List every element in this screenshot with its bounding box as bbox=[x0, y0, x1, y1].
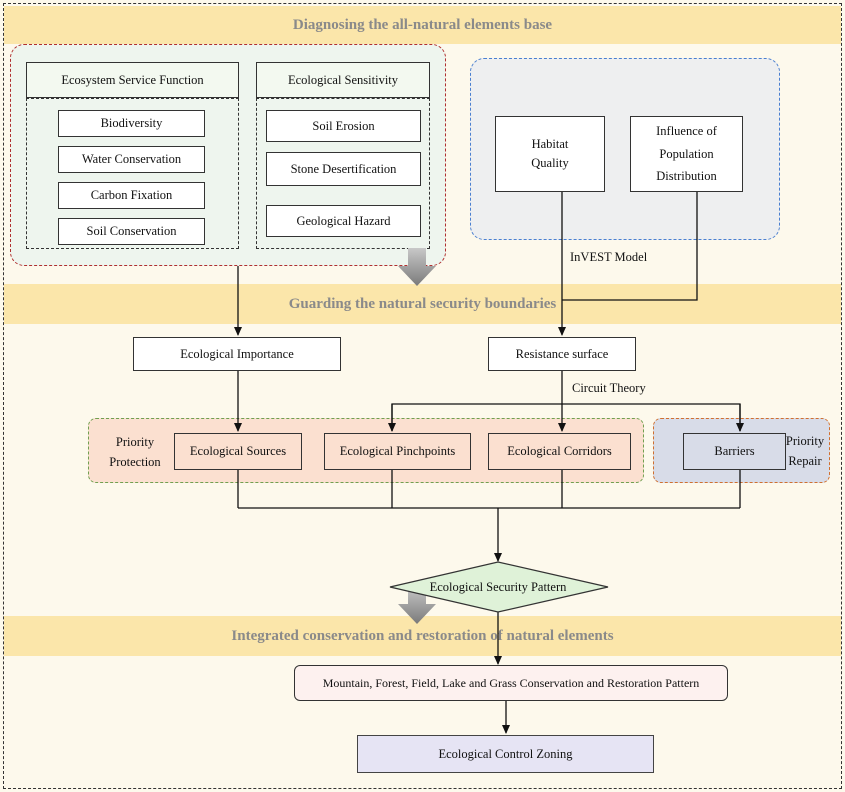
ecological-pinchpoints-box: Ecological Pinchpoints bbox=[324, 433, 471, 470]
band-diagnosing: Diagnosing the all-natural elements base bbox=[4, 6, 841, 44]
security-pattern-diamond bbox=[389, 561, 609, 613]
ecological-importance-box: Ecological Importance bbox=[133, 337, 341, 371]
ecological-corridors-box: Ecological Corridors bbox=[488, 433, 631, 470]
flow-arrow-top-icon bbox=[398, 248, 436, 286]
ecological-sources-box: Ecological Sources bbox=[174, 433, 302, 470]
flow-arrow-bottom-icon bbox=[398, 586, 436, 624]
resistance-surface-box: Resistance surface bbox=[488, 337, 636, 371]
stone-desertification-box: Stone Desertification bbox=[266, 152, 421, 186]
habitat-quality-box: Habitat Quality bbox=[495, 116, 605, 192]
population-distribution-box: Influence of Population Distribution bbox=[630, 116, 743, 192]
ecological-control-zoning-box: Ecological Control Zoning bbox=[357, 735, 654, 773]
invest-model-label: InVEST Model bbox=[570, 250, 648, 264]
priority-repair-label: Priority Repair bbox=[785, 434, 825, 468]
water-conservation-box: Water Conservation bbox=[58, 146, 205, 173]
biodiversity-box: Biodiversity bbox=[58, 110, 205, 137]
barriers-box: Barriers bbox=[683, 433, 786, 470]
outer-frame bbox=[3, 3, 842, 789]
band-guarding: Guarding the natural security boundaries bbox=[4, 284, 841, 324]
ecological-security-pattern-label: Ecological Security Pattern bbox=[429, 579, 567, 594]
carbon-fixation-box: Carbon Fixation bbox=[58, 182, 205, 209]
soil-conservation-box: Soil Conservation bbox=[58, 218, 205, 245]
priority-protection-label: Priority Protection bbox=[109, 435, 161, 469]
circuit-theory-label: Circuit Theory bbox=[572, 381, 646, 395]
restoration-pattern-box: Mountain, Forest, Field, Lake and Grass … bbox=[294, 665, 728, 701]
soil-erosion-box: Soil Erosion bbox=[266, 110, 421, 142]
ecological-sensitivity-header: Ecological Sensitivity bbox=[256, 62, 430, 98]
geological-hazard-box: Geological Hazard bbox=[266, 205, 421, 237]
ecosystem-service-header: Ecosystem Service Function bbox=[26, 62, 239, 98]
band-integrated: Integrated conservation and restoration … bbox=[4, 616, 841, 656]
